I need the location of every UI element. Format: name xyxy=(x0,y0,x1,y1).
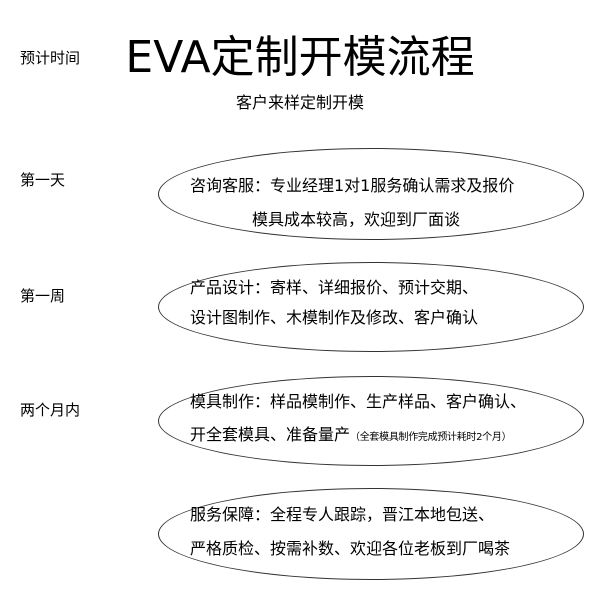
step-service-line2: 严格质检、按需补数、欢迎各位老板到厂喝茶 xyxy=(190,539,511,558)
step-consult-line1: 咨询客服：专业经理1对1服务确认需求及报价 xyxy=(190,176,515,195)
time-label-two-months: 两个月内 xyxy=(20,401,81,419)
page-subtitle: 客户来样定制开模 xyxy=(235,93,364,112)
step-consult-line2: 模具成本较高，欢迎到厂面谈 xyxy=(252,210,461,229)
step-design-line2: 设计图制作、木模制作及修改、客户确认 xyxy=(190,308,479,327)
step-mold-note: （全套模具制作完成预计耗时2个月） xyxy=(350,432,512,443)
step-ellipse-consult xyxy=(158,148,584,240)
time-column-label: 预计时间 xyxy=(20,49,81,67)
step-mold-line1: 模具制作：样品模制作、生产样品、客户确认、 xyxy=(190,392,527,411)
step-ellipse-design xyxy=(158,262,584,352)
step-mold-line2-row: 开全套模具、准备量产（全套模具制作完成预计耗时2个月） xyxy=(190,424,512,449)
step-ellipse-mold xyxy=(158,376,584,466)
step-mold-line2: 开全套模具、准备量产 xyxy=(190,425,351,444)
time-label-week1: 第一周 xyxy=(20,287,66,305)
time-label-day1: 第一天 xyxy=(20,171,66,189)
step-ellipse-service xyxy=(158,488,584,580)
step-service-line1: 服务保障：全程专人跟踪，晋江本地包送、 xyxy=(190,505,495,524)
page-title: EVA定制开模流程 xyxy=(125,32,475,83)
step-design-line1: 产品设计：寄样、详细报价、预计交期、 xyxy=(190,278,479,297)
